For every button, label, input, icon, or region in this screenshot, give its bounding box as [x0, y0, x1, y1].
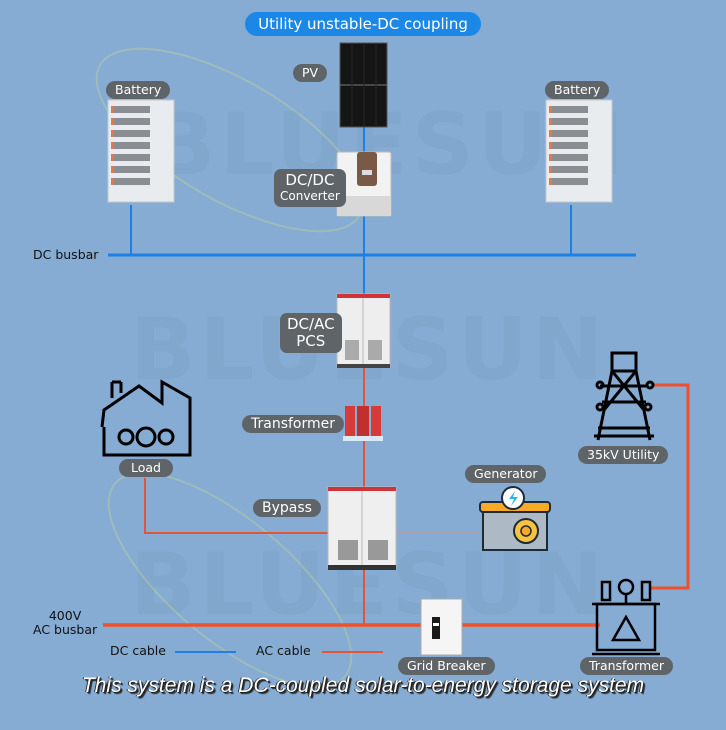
diagram-title: Utility unstable-DC coupling: [245, 12, 481, 36]
transformer-mid-label: Transformer: [242, 415, 345, 433]
legend-dc-cable-label: DC cable: [110, 643, 166, 658]
dcdc-line2: Converter: [280, 189, 340, 203]
caption-subtitle: This system is a DC-coupled solar-to-ene…: [81, 674, 645, 697]
legend-ac-cable-label: AC cable: [256, 643, 311, 658]
ac-busbar-name: AC busbar: [33, 622, 98, 637]
grid-breaker-label: Grid Breaker: [398, 657, 495, 675]
battery-left-icon: [107, 99, 175, 203]
ac-line-utility: [650, 383, 690, 590]
grid-breaker-icon: [420, 598, 463, 656]
ac-line-load: [144, 478, 330, 534]
pv-panel-icon: [339, 42, 388, 128]
bypass-label: Bypass: [253, 499, 321, 517]
bypass-cabinet-icon: [327, 486, 397, 570]
dcdc-line1: DC/DC: [285, 171, 335, 189]
load-label: Load: [119, 459, 173, 477]
utility-tower-icon: [594, 351, 655, 441]
dcdc-converter-label: DC/DC Converter: [274, 169, 346, 207]
ac-busbar-voltage: 400V: [48, 608, 82, 623]
transformer-right-label: Transformer: [580, 657, 674, 675]
utility-label: 35kV Utility: [578, 446, 669, 464]
battery-right-icon: [545, 99, 613, 203]
generator-icon: [479, 486, 551, 551]
dcac-line1: DC/AC: [287, 315, 335, 333]
dcac-pcs-label: DC/AC PCS: [280, 313, 342, 353]
dc-busbar-label: DC busbar: [33, 247, 99, 262]
pv-label: PV: [293, 64, 328, 82]
ac-busbar-label: 400V AC busbar: [33, 609, 97, 637]
pcs-cabinet-icon: [336, 293, 391, 368]
dcdc-converter-icon: [336, 151, 392, 217]
transformer-right-icon: [592, 578, 660, 656]
transformer-mid-icon: [343, 406, 383, 441]
battery-left-label: Battery: [106, 81, 171, 99]
load-factory-icon: [100, 379, 192, 457]
battery-right-label: Battery: [545, 81, 610, 99]
generator-label: Generator: [465, 465, 547, 483]
dcac-line2: PCS: [296, 332, 326, 350]
